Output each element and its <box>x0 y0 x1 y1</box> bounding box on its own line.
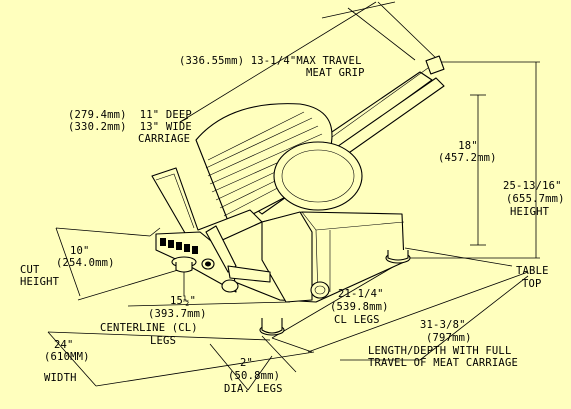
dim-dia-legs <box>209 335 297 391</box>
label-dia-mm: (50.8mm) <box>228 370 281 382</box>
label-width: WIDTH <box>44 372 77 384</box>
label-travel: TRAVEL OF MEAT CARRIAGE <box>368 357 518 369</box>
label-len-in: 31-3/8" <box>420 319 466 331</box>
label-cll-mm: (539.8mm) <box>330 301 389 313</box>
dim-width <box>47 331 315 387</box>
table-top-leader <box>404 247 513 267</box>
dim-overall-height <box>405 61 540 259</box>
label-width-in: 24" <box>54 339 74 351</box>
label-max-travel: (336.55mm) 13-1/4"MAX TRAVEL <box>179 55 362 67</box>
label-cut-mm: (254.0mm) <box>56 257 115 269</box>
label-length-depth: LENGTH/DEPTH WITH FULL <box>368 345 512 357</box>
label-cl-mm: (393.7mm) <box>148 308 207 320</box>
label-18-in: 18" <box>458 140 478 152</box>
dim-cl-legs <box>271 263 399 353</box>
label-meat-grip: MEAT GRIP <box>306 67 365 79</box>
label-wide: (330.2mm) 13" WIDE <box>68 121 192 133</box>
label-cl-in: 15½" <box>170 295 197 307</box>
label-cll-in: 21-1/4" <box>338 288 384 300</box>
label-dia-legs: DIA. LEGS <box>224 383 283 395</box>
label-table: TABLE <box>516 265 549 277</box>
label-deep: (279.4mm) 11" DEEP <box>68 109 192 121</box>
slicer-machine <box>151 55 445 336</box>
label-height: HEIGHT <box>510 206 550 218</box>
label-centerline: CENTERLINE (CL) <box>100 322 198 334</box>
label-height-in: 25-13/16" <box>503 180 562 192</box>
dim-cut-height <box>55 227 179 301</box>
label-height-mm: (655.7mm) <box>506 193 565 205</box>
label-top: TOP <box>522 278 542 290</box>
label-len-mm: (797mm) <box>426 332 472 344</box>
label-cut-height: HEIGHT <box>20 276 60 288</box>
label-dia-in: 2" <box>240 357 254 369</box>
label-cll: CL LEGS <box>334 314 380 326</box>
label-carriage: CARRIAGE <box>138 133 191 145</box>
dim-max-travel <box>179 1 441 123</box>
label-18-mm: (457.2mm) <box>438 152 497 164</box>
label-width-mm: (610MM) <box>44 351 90 363</box>
dim-18-height <box>470 94 486 246</box>
dim-length-depth <box>307 271 529 361</box>
label-cut-10: 10" <box>70 245 90 257</box>
label-cl-legs: LEGS <box>150 335 177 347</box>
label-cut: CUT <box>20 264 40 276</box>
